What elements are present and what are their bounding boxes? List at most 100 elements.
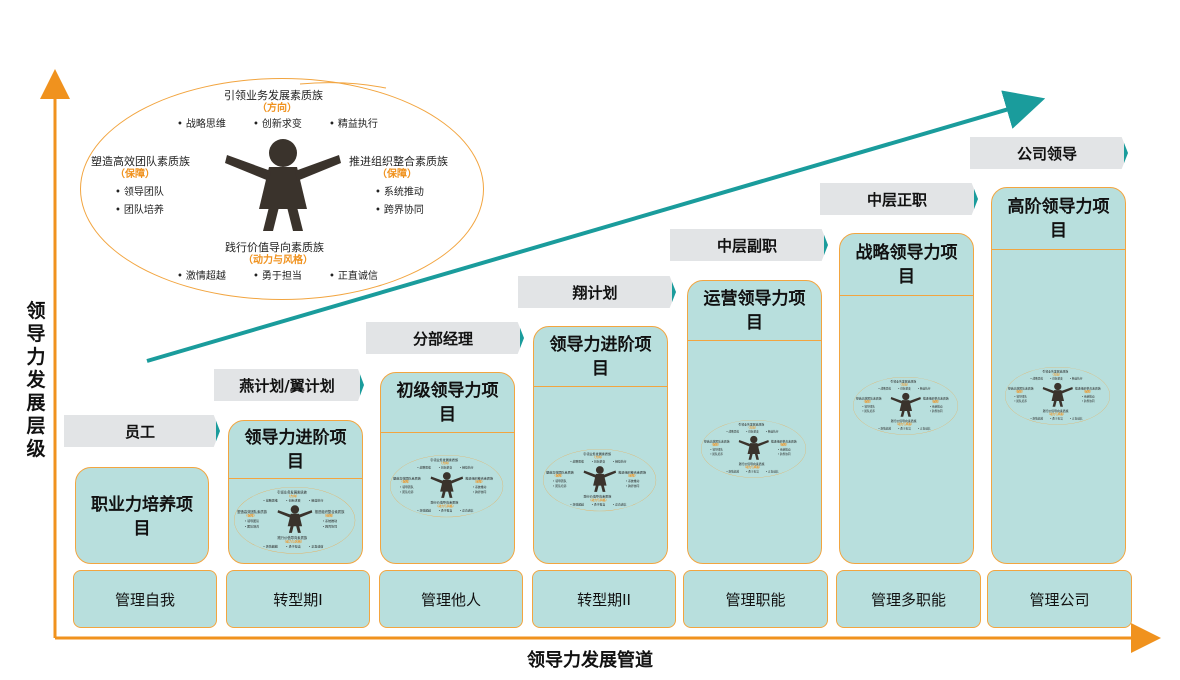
- mini-bottom-item: 正直诚信: [460, 508, 474, 512]
- level-banner-company-leader: 公司领导: [970, 137, 1128, 169]
- mini-person-icon: [431, 471, 464, 498]
- left-cluster-sub: （保障）: [115, 169, 155, 180]
- mini-top-cluster-sub: （方向）: [1051, 373, 1062, 377]
- mini-competency-diagram: 引领业务发展素质族 （方向） 战略思维 创新求变 精益执行 塑造高效团队素质族 …: [853, 377, 959, 435]
- mini-bottom-cluster-title: 践行价值导向素质族: [891, 419, 917, 423]
- top-cluster-sub: （方向）: [257, 103, 297, 114]
- mini-right-cluster-sub: （保障）: [930, 400, 942, 404]
- stage-box: 管理他人: [379, 570, 523, 628]
- stage-box: 管理多职能: [836, 570, 981, 628]
- mini-left-item: 领导团队: [863, 404, 875, 408]
- mini-right-cluster-title: 推进组织整合素质族: [315, 509, 345, 514]
- level-banner-middle-head: 中层正职: [820, 183, 978, 215]
- left-item: 团队培养: [115, 201, 164, 216]
- mini-left-cluster-sub: （保障）: [710, 443, 721, 447]
- mini-top-item: 战略思维: [418, 465, 431, 469]
- mini-right-item: 跨界协同: [778, 452, 790, 456]
- mini-bottom-item: 勇于担当: [898, 426, 911, 430]
- mini-top-item: 战略思维: [1031, 377, 1043, 381]
- mini-top-item: 创新求变: [592, 459, 605, 463]
- y-axis-title: 领导力发展层级: [26, 300, 46, 460]
- mini-bottom-cluster-title: 践行价值导向素质族: [739, 462, 765, 466]
- top-item: 创新求变: [253, 115, 302, 130]
- mini-left-item: 领导团队: [711, 447, 723, 451]
- program-title: 初级领导力项目: [381, 373, 514, 433]
- stage-box: 管理公司: [987, 570, 1132, 628]
- mini-left-item: 领导团队: [400, 484, 414, 488]
- mini-top-item: 精益执行: [766, 430, 779, 434]
- mini-left-cluster-title: 塑造高效团队素质族: [393, 476, 422, 481]
- mini-bottom-item: 勇于担当: [1050, 416, 1063, 420]
- mini-bottom-item: 正直诚信: [766, 469, 779, 473]
- mini-bottom-item: 正直诚信: [1070, 416, 1083, 420]
- top-item: 精益执行: [329, 115, 378, 130]
- mini-left-cluster-sub: （保障）: [244, 513, 257, 518]
- mini-top-item: 战略思维: [879, 387, 891, 391]
- mini-top-cluster-title: 引领业务发展素质族: [277, 489, 308, 494]
- mini-left-item: 团队培养: [400, 489, 414, 493]
- mini-left-item: 团队培养: [1015, 399, 1027, 403]
- mini-bottom-cluster-sub: （动力与风格）: [1047, 413, 1067, 417]
- mini-diagram-6: 引领业务发展素质族 （方向） 战略思维 创新求变 精益执行 塑造高效团队素质族 …: [1005, 367, 1111, 425]
- mini-left-cluster-title: 塑造高效团队素质族: [1008, 387, 1035, 391]
- mini-left-cluster-sub: （保障）: [1014, 390, 1025, 394]
- mini-top-item: 精益执行: [918, 387, 931, 391]
- mini-top-item: 创新求变: [746, 430, 759, 434]
- mini-top-cluster-title: 引领业务发展素质族: [430, 457, 459, 462]
- mini-top-item: 精益执行: [1070, 377, 1083, 381]
- mini-right-cluster-title: 推进组织整合素质族: [465, 476, 494, 481]
- mini-bottom-cluster-sub: （动力与风格）: [743, 466, 763, 470]
- trend-arrow: [146, 90, 1046, 363]
- competency-oval: 引领业务发展素质族 （方向） 战略思维 创新求变 精益执行 塑造高效团队素质族 …: [80, 78, 484, 300]
- mini-right-item: 系统推动: [1082, 394, 1094, 398]
- mini-top-item: 战略思维: [571, 459, 584, 463]
- mini-right-item: 系统推动: [626, 478, 640, 482]
- mini-bottom-item: 激情超越: [727, 469, 739, 473]
- mini-left-item: 团队培养: [245, 524, 260, 528]
- level-banner-middle-deputy: 中层副职: [670, 229, 828, 261]
- program-card-1: 职业力培养项目: [75, 467, 209, 564]
- mini-competency-diagram: 引领业务发展素质族 （方向） 战略思维 创新求变 精益执行 塑造高效团队素质族 …: [390, 454, 504, 518]
- program-card-7: 高阶领导力项目: [991, 187, 1126, 564]
- mini-top-item: 战略思维: [727, 430, 739, 434]
- mini-top-cluster-sub: （方向）: [899, 383, 910, 387]
- mini-top-cluster-title: 引领业务发展素质族: [890, 379, 917, 384]
- stage-box: 管理职能: [683, 570, 828, 628]
- mini-diagram-1: 引领业务发展素质族 （方向） 战略思维 创新求变 精益执行 塑造高效团队素质族 …: [234, 486, 356, 554]
- mini-diagram-4: 引领业务发展素质族 （方向） 战略思维 创新求变 精益执行 塑造高效团队素质族 …: [701, 420, 807, 478]
- mini-left-cluster-title: 塑造高效团队素质族: [237, 509, 268, 514]
- mini-right-cluster-sub: （保障）: [323, 513, 336, 518]
- level-banner-branch-manager: 分部经理: [366, 322, 524, 354]
- mini-right-item: 跨界协同: [626, 483, 640, 487]
- left-item: 领导团队: [115, 183, 164, 198]
- mini-left-item: 团队培养: [863, 409, 875, 413]
- mini-bottom-cluster-sub: （动力与风格）: [283, 539, 305, 544]
- mini-right-cluster-title: 推进组织整合素质族: [1075, 387, 1102, 391]
- bottom-item: 正直诚信: [329, 267, 378, 282]
- mini-top-item: 创新求变: [286, 498, 301, 502]
- mini-bottom-cluster-title: 践行价值导向素质族: [1043, 409, 1069, 413]
- bottom-cluster-sub: （动力与风格）: [243, 255, 313, 266]
- mini-competency-diagram: 引领业务发展素质族 （方向） 战略思维 创新求变 精益执行 塑造高效团队素质族 …: [234, 486, 356, 554]
- mini-right-item: 跨界协同: [473, 489, 487, 493]
- mini-bottom-item: 激情超越: [418, 508, 431, 512]
- stage-box: 管理自我: [73, 570, 217, 628]
- mini-left-cluster-sub: （保障）: [553, 474, 565, 478]
- mini-top-item: 创新求变: [439, 465, 452, 469]
- mini-right-cluster-title: 推进组织整合素质族: [771, 440, 798, 444]
- mini-left-cluster-title: 塑造高效团队素质族: [704, 440, 731, 444]
- mini-right-item: 跨界协同: [930, 409, 942, 413]
- program-title: 战略领导力项目: [840, 234, 973, 296]
- mini-left-cluster-sub: （保障）: [400, 480, 412, 484]
- program-title: 运营领导力项目: [688, 281, 821, 341]
- mini-top-item: 精益执行: [613, 459, 627, 463]
- level-banner-employee: 员工: [64, 415, 220, 447]
- mini-person-icon: [1043, 382, 1074, 407]
- mini-bottom-cluster-sub: （动力与风格）: [589, 498, 609, 502]
- mini-right-item: 系统推动: [778, 447, 790, 451]
- mini-diagram-5: 引领业务发展素质族 （方向） 战略思维 创新求变 精益执行 塑造高效团队素质族 …: [853, 377, 959, 435]
- mini-top-cluster-title: 引领业务发展素质族: [583, 451, 612, 456]
- level-banner-xiang: 翔计划: [518, 276, 676, 308]
- x-axis-title: 领导力发展管道: [527, 650, 653, 671]
- mini-diagram-3: 引领业务发展素质族 （方向） 战略思维 创新求变 精益执行 塑造高效团队素质族 …: [543, 448, 657, 512]
